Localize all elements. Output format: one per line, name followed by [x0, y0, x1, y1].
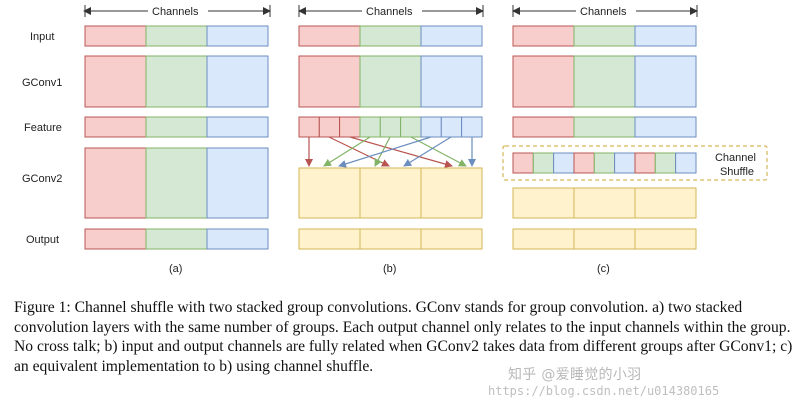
feature-subchannel — [440, 116, 463, 138]
output-group-2 — [359, 228, 422, 250]
gconv1-group-red — [298, 55, 361, 108]
gconv2-group-blue — [206, 147, 269, 219]
channel-shuffle-label: Channel Shuffle — [715, 152, 759, 178]
row-label-gconv1: GConv1 — [22, 77, 62, 89]
panel-a: Channels (a) — [83, 5, 271, 275]
input-group-blue — [420, 25, 483, 47]
gconv2-group-1 — [298, 167, 361, 219]
feature-subchannel — [339, 116, 361, 138]
shuffled-subchannel — [573, 152, 595, 174]
feature-subchannel — [359, 116, 381, 138]
input-group-red — [512, 25, 575, 47]
feature-subchannels — [298, 116, 483, 138]
gconv1-group-blue — [634, 55, 697, 108]
arrow-red — [349, 136, 453, 168]
output-group-red — [84, 228, 147, 250]
gconv1-group-blue — [420, 55, 483, 108]
feature-group-blue — [634, 116, 697, 138]
gconv2-group-2 — [359, 167, 422, 219]
output-group-2 — [573, 228, 636, 250]
panel-b: Channels — [298, 5, 484, 275]
gconv1-group-red — [512, 55, 575, 108]
feature-subchannel — [318, 116, 341, 138]
gconv1-group-blue — [206, 55, 269, 108]
channels-axis-label: Channels — [152, 6, 199, 18]
input-group-green — [359, 25, 422, 47]
arrow-blue — [338, 136, 432, 168]
gconv1-group-green — [573, 55, 636, 108]
panel-label-c: (c) — [597, 263, 610, 275]
row-label-feature: Feature — [24, 122, 62, 134]
shuffled-subchannel — [675, 152, 697, 174]
arrow-red — [328, 136, 390, 167]
input-group-green — [573, 25, 636, 47]
panel-c: Channels Channel Shuffle — [502, 5, 768, 275]
feature-subchannel — [420, 116, 442, 138]
shuffled-subchannel — [553, 152, 575, 174]
shuffled-subchannel — [614, 152, 636, 174]
gconv1-group-red — [84, 55, 147, 108]
cross-group-arrows — [305, 136, 476, 168]
output-group-blue — [206, 228, 269, 250]
gconv2-group-green — [145, 147, 208, 219]
feature-group-red — [84, 116, 147, 138]
input-group-green — [145, 25, 208, 47]
gconv1-group-green — [359, 55, 422, 108]
shuffled-subchannel — [532, 152, 555, 174]
row-label-input: Input — [30, 31, 54, 43]
panel-label-b: (b) — [383, 263, 396, 275]
arrow-blue — [403, 136, 452, 167]
panel-label-a: (a) — [169, 263, 182, 275]
watermark-text: 知乎 @爱睡觉的小羽 — [508, 367, 642, 383]
output-group-1 — [298, 228, 361, 250]
gconv2-group-1 — [512, 187, 575, 219]
feature-subchannel — [400, 116, 422, 138]
shuffled-subchannel — [593, 152, 616, 174]
gconv2-group-3 — [420, 167, 483, 219]
feature-subchannel — [379, 116, 402, 138]
feature-subchannel — [461, 116, 483, 138]
channels-axis-label: Channels — [366, 6, 413, 18]
input-group-red — [84, 25, 147, 47]
input-group-blue — [206, 25, 269, 47]
output-group-green — [145, 228, 208, 250]
arrow-green — [374, 136, 391, 167]
output-group-3 — [634, 228, 697, 250]
gconv2-group-2 — [573, 187, 636, 219]
output-group-3 — [420, 228, 483, 250]
input-group-blue — [634, 25, 697, 47]
channel-shuffle-box — [502, 145, 768, 181]
gconv1-group-green — [145, 55, 208, 108]
input-group-red — [298, 25, 361, 47]
shuffled-subchannel — [634, 152, 656, 174]
feature-group-blue — [206, 116, 269, 138]
row-label-output: Output — [26, 234, 59, 246]
feature-group-green — [573, 116, 636, 138]
watermark-url: https://blog.csdn.net/u014380165 — [488, 384, 720, 398]
shuffled-subchannel — [512, 152, 534, 174]
row-label-gconv2: GConv2 — [22, 173, 62, 185]
feature-group-green — [145, 116, 208, 138]
output-group-1 — [512, 228, 575, 250]
arrow-green — [410, 136, 467, 167]
arrow-green — [323, 136, 371, 167]
gconv2-group-3 — [634, 187, 697, 219]
feature-group-red — [512, 116, 575, 138]
shuffled-channels — [512, 152, 697, 174]
shuffled-subchannel — [654, 152, 677, 174]
figure-caption: Figure 1: Channel shuffle with two stack… — [14, 299, 793, 375]
feature-subchannel — [298, 116, 320, 138]
channels-axis-label: Channels — [580, 6, 627, 18]
gconv2-group-red — [84, 147, 147, 219]
